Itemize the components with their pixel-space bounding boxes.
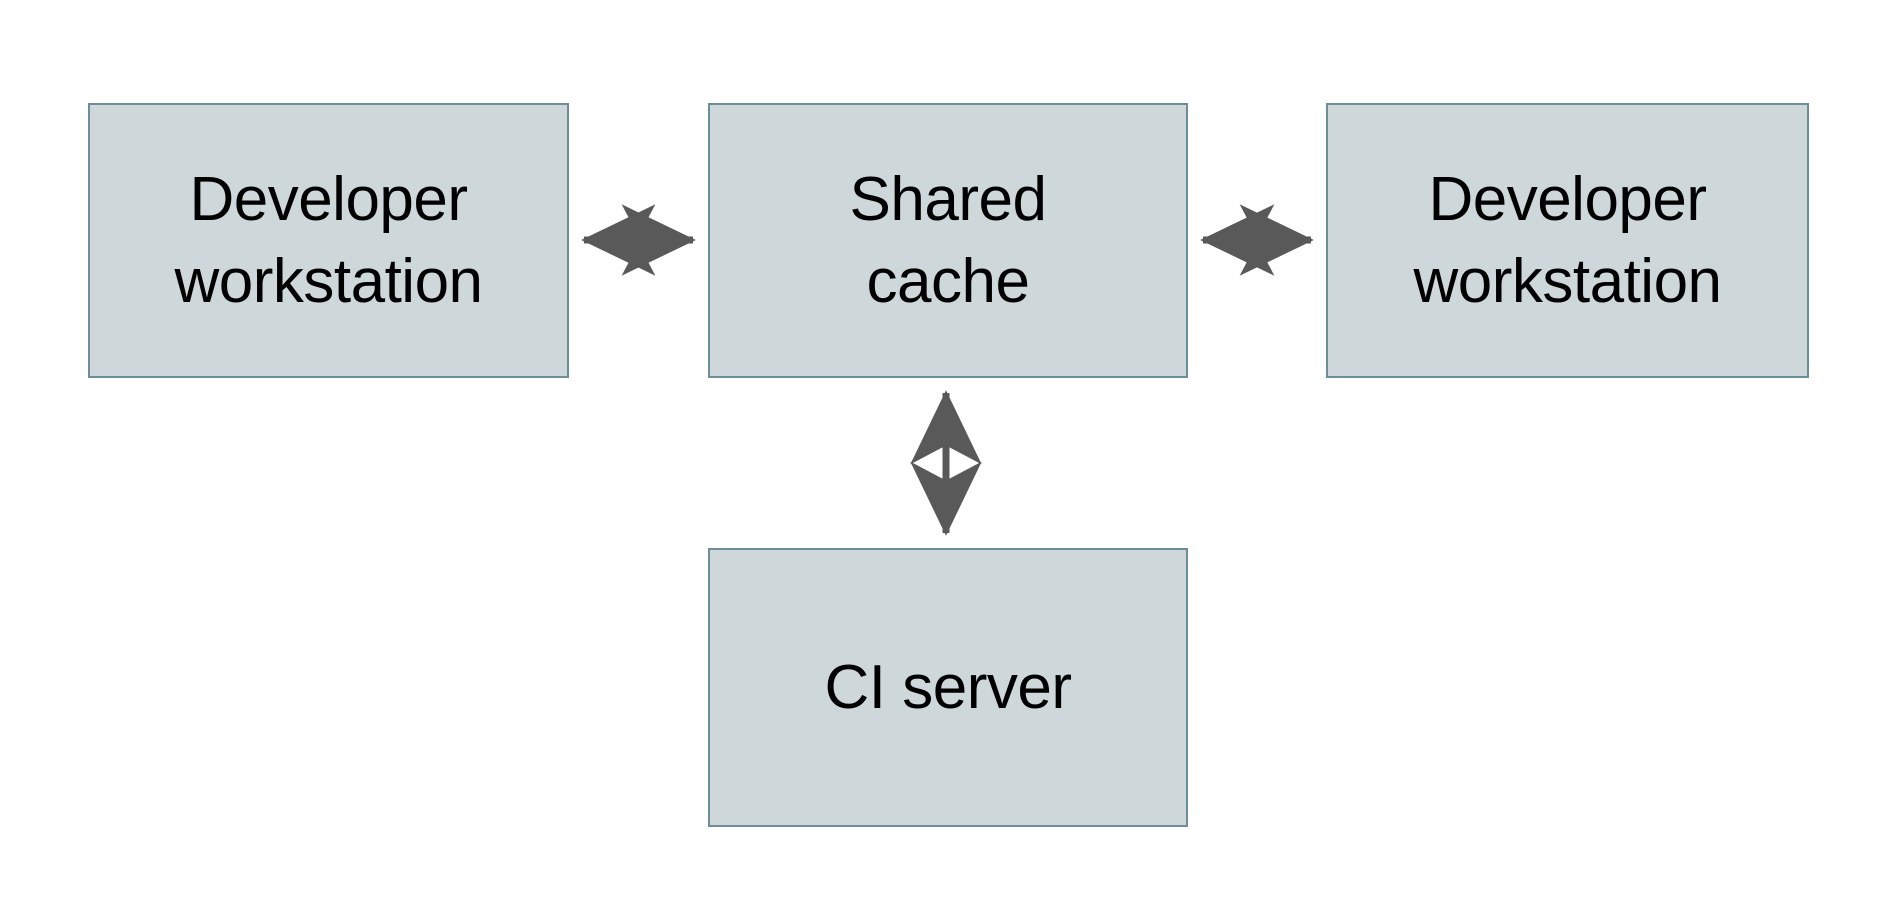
node-label-developer-workstation-left: Developer workstation (174, 164, 483, 316)
node-developer-workstation-left[interactable]: Developer workstation (88, 103, 569, 378)
node-label-developer-workstation-right: Developer workstation (1413, 164, 1722, 316)
node-developer-workstation-right[interactable]: Developer workstation (1326, 103, 1809, 378)
node-label-ci-server: CI server (824, 652, 1072, 722)
node-shared-cache[interactable]: Shared cache (708, 103, 1188, 378)
node-label-shared-cache: Shared cache (849, 164, 1047, 316)
node-ci-server[interactable]: CI server (708, 548, 1188, 827)
